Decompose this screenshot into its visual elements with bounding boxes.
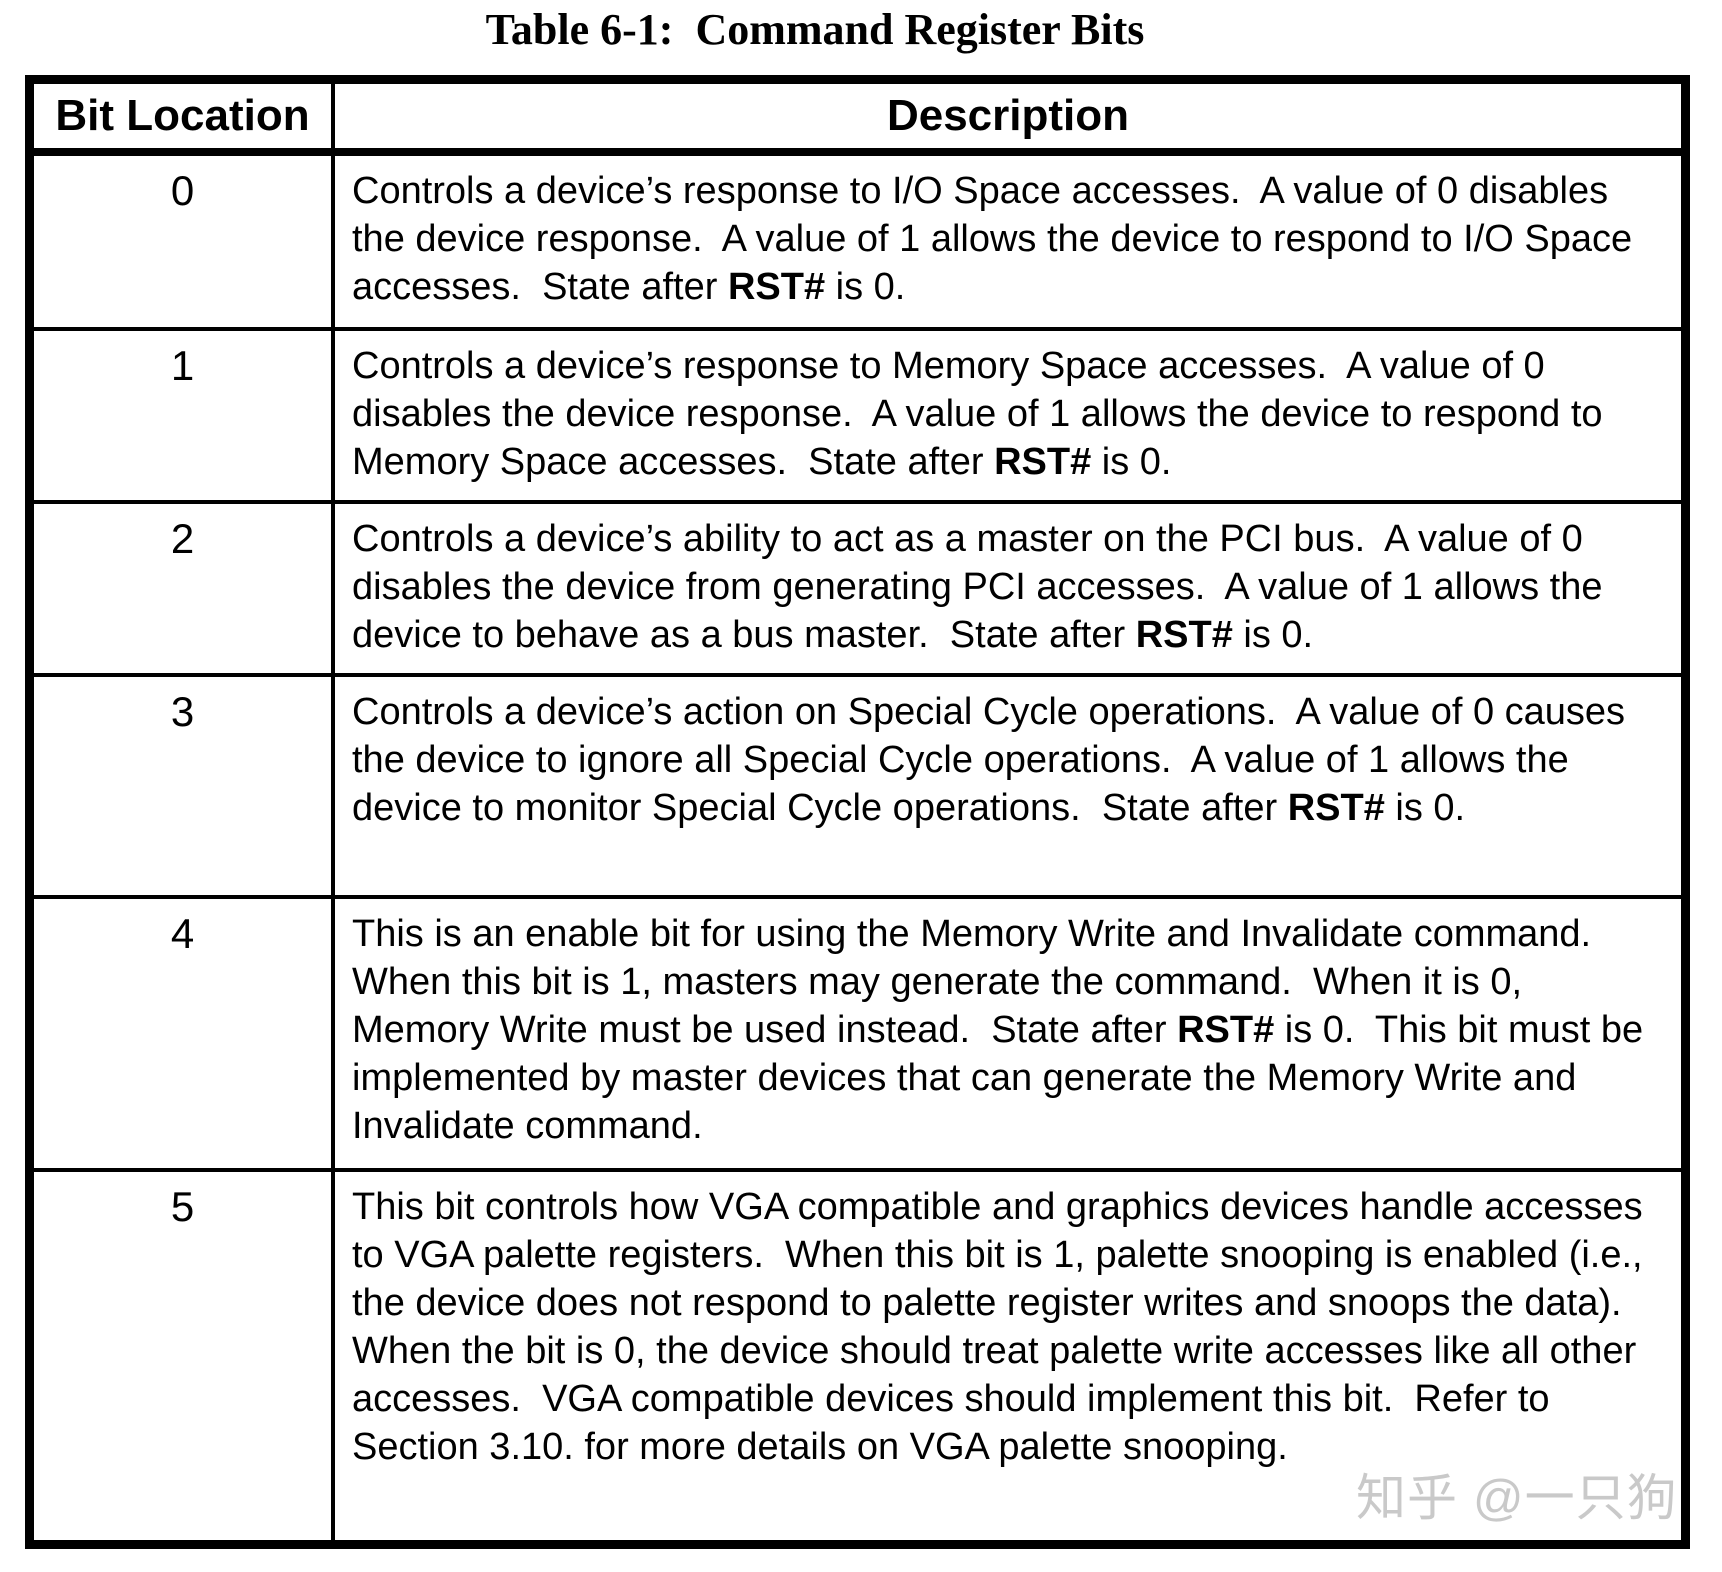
- description-cell: Controls a device’s ability to act as a …: [335, 504, 1681, 673]
- header-description: Description: [886, 91, 1130, 140]
- bit-location-cell: 3: [34, 677, 335, 895]
- description-text: Controls a device’s response to Memory S…: [352, 345, 1603, 483]
- description-cell: This bit controls how VGA compatible and…: [335, 1172, 1681, 1540]
- description-text: is 0. This bit must be implemented by ma…: [352, 1009, 1644, 1147]
- table-header-row: Bit Location Description: [34, 84, 1681, 156]
- bit-location-cell: 5: [34, 1172, 335, 1540]
- description-text: is 0.: [1091, 441, 1172, 483]
- description-cell: Controls a device’s action on Special Cy…: [335, 677, 1681, 895]
- description-text: This bit controls how VGA compatible and…: [352, 1186, 1643, 1468]
- bit-location-cell: 1: [34, 331, 335, 500]
- signal-name-bold: RST#: [727, 266, 826, 308]
- description-cell: This is an enable bit for using the Memo…: [335, 899, 1681, 1168]
- signal-name-bold: RST#: [1135, 614, 1233, 656]
- description-text: Controls a device’s response to I/O Spac…: [352, 170, 1633, 308]
- watermark: 知乎 @一只狗: [1356, 1470, 1678, 1526]
- description-cell: Controls a device’s response to Memory S…: [335, 331, 1681, 500]
- description-text: Controls a device’s action on Special Cy…: [352, 691, 1626, 829]
- signal-name-bold: RST#: [994, 441, 1092, 483]
- bit-location-cell: 0: [34, 156, 335, 327]
- description-text: is 0.: [825, 266, 906, 308]
- description-text: is 0.: [1384, 787, 1466, 829]
- header-bit-location: Bit Location: [34, 84, 335, 148]
- bit-location-cell: 4: [34, 899, 335, 1168]
- description-text: This is an enable bit for using the Memo…: [352, 913, 1602, 1051]
- description-text: Controls a device’s ability to act as a …: [352, 518, 1603, 656]
- description-cell: Controls a device’s response to I/O Spac…: [335, 156, 1681, 327]
- table-caption: Table 6-1: Command Register Bits: [485, 5, 1145, 54]
- signal-name-bold: RST#: [1177, 1009, 1275, 1051]
- description-text: is 0.: [1232, 614, 1314, 656]
- signal-name-bold: RST#: [1287, 787, 1385, 829]
- bit-location-cell: 2: [34, 504, 335, 673]
